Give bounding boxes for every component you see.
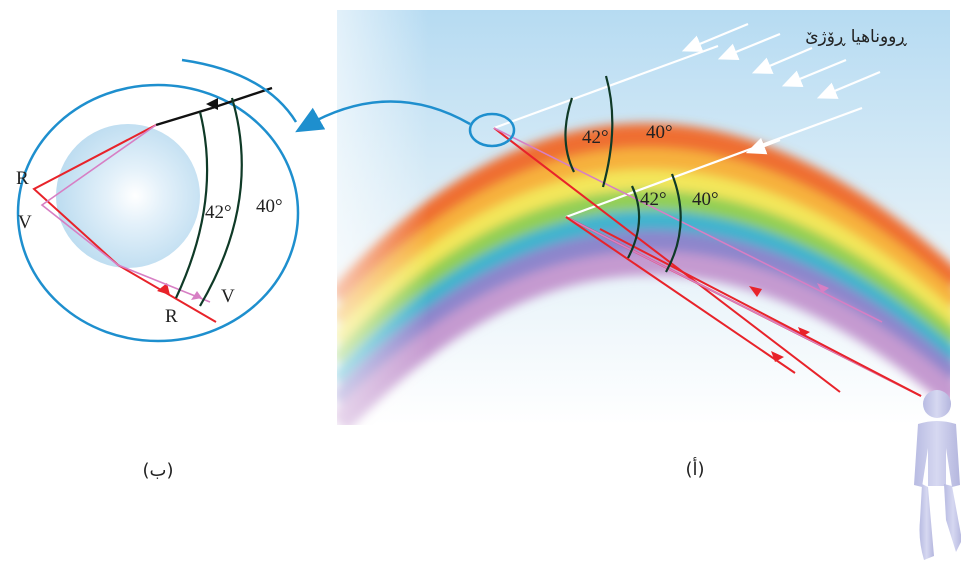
panel-a: ڕووناهیا ڕۆژێ 42° 40° 42° 40° <box>306 10 961 560</box>
sunlight-label: ڕووناهیا ڕۆژێ <box>805 27 907 47</box>
panel-b: 42° 40° R V R V (ب) <box>16 60 298 481</box>
angle-label-42-upper: 42° <box>582 127 609 148</box>
angle-label-42-lower: 42° <box>640 189 667 210</box>
label-r-bottom: R <box>165 306 178 327</box>
angle-label-40-droplet: 40° <box>256 196 283 217</box>
label-r-left: R <box>16 168 29 189</box>
caption-a: (أ) <box>685 457 704 480</box>
angle-label-42-droplet: 42° <box>205 202 232 223</box>
angle-label-40-lower: 40° <box>692 189 719 210</box>
angle-label-40-upper: 40° <box>646 122 673 143</box>
label-v-left: V <box>18 212 32 233</box>
caption-b: (ب) <box>142 460 173 481</box>
label-v-bottom: V <box>221 286 235 307</box>
